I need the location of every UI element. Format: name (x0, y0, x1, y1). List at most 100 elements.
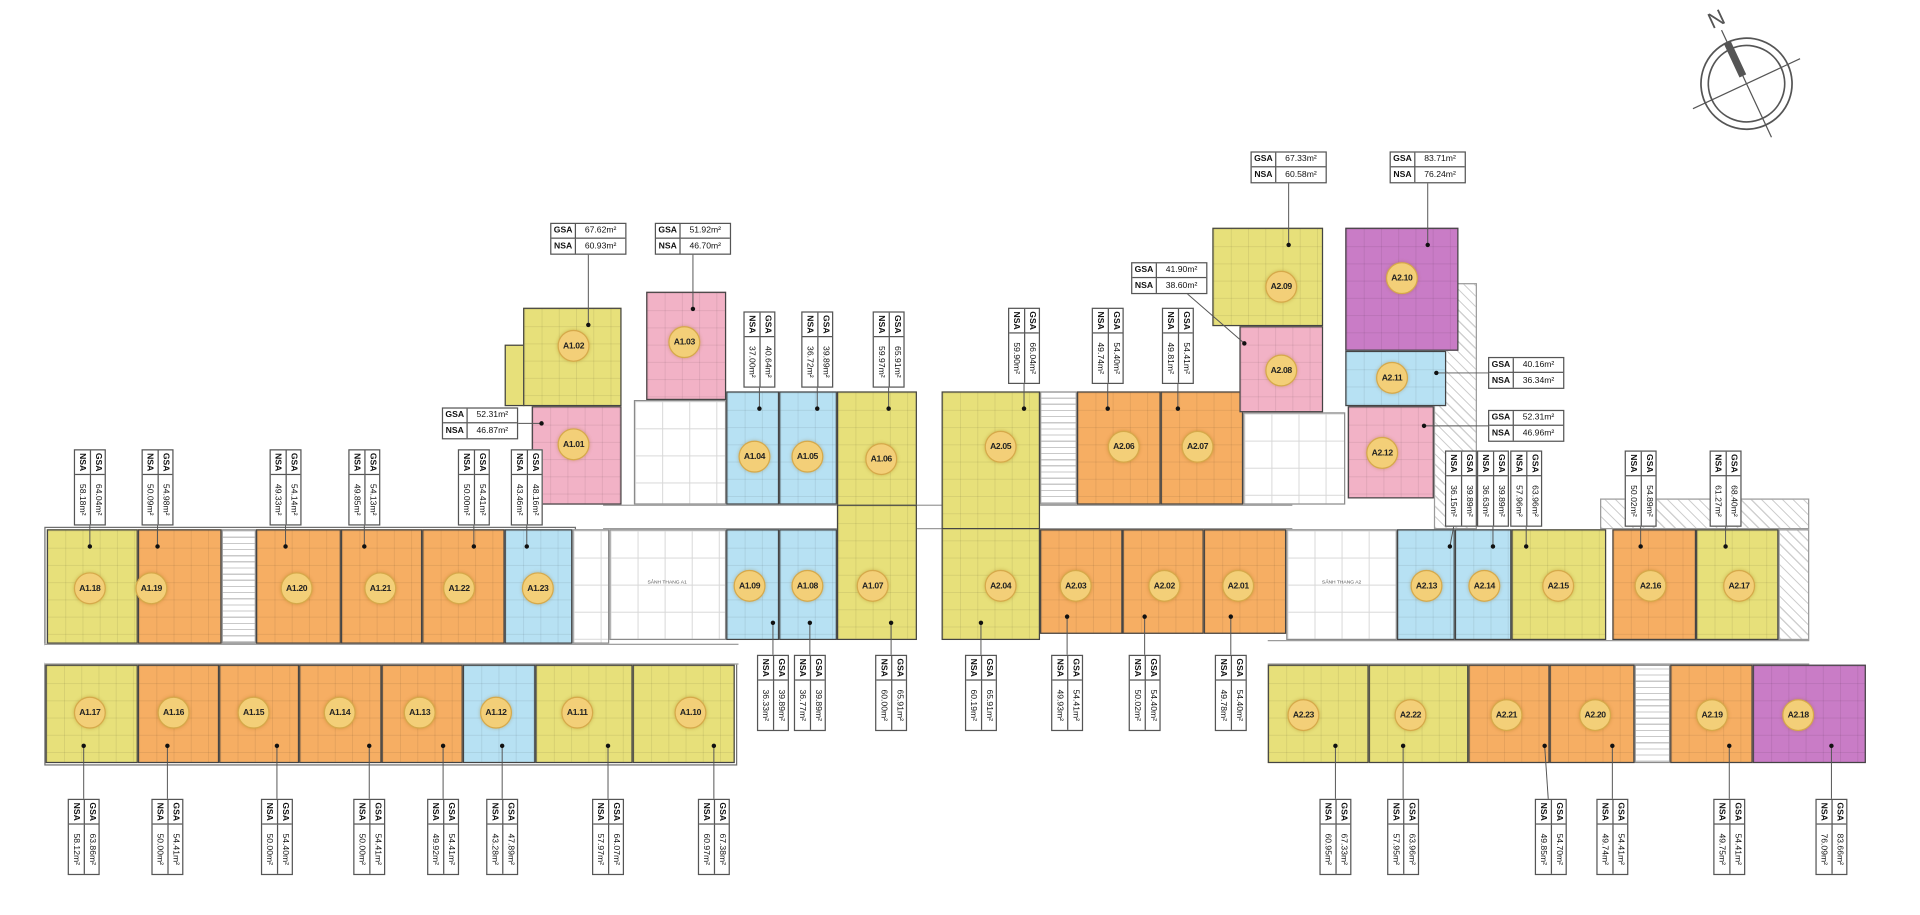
nsa-key: NSA (656, 238, 681, 254)
leader-dot (524, 544, 529, 549)
compass-rose-icon: N (1692, 4, 1801, 138)
gsa-key: GSA (443, 408, 468, 424)
nsa-key: NSA (1391, 167, 1416, 183)
nsa-value: 76.24m² (1424, 170, 1456, 180)
leader-dot (1727, 743, 1732, 749)
nsa-key: NSA (1132, 278, 1157, 293)
leader-dot (815, 406, 820, 411)
leader-dot (1829, 743, 1834, 749)
gsa-value: 52.31m² (467, 409, 517, 424)
nsa-value: 60.58m² (1285, 170, 1317, 180)
corridor-a2 (1267, 640, 1810, 665)
unit-badge: A2.06 (1107, 430, 1140, 463)
unit-badge: A2.17 (1723, 569, 1756, 602)
unit-a2-05[interactable] (941, 391, 1041, 530)
leader-dot (1175, 406, 1181, 411)
leader-dot (471, 544, 477, 549)
unit-badge: A1.20 (280, 572, 313, 605)
unit-badge: A2.18 (1782, 699, 1815, 732)
unit-a2-19[interactable] (1670, 664, 1753, 764)
unit-a1-15[interactable] (219, 664, 300, 764)
lobby-label-a2: SẢNH THANG A2 (1321, 578, 1362, 585)
leader-dot (886, 406, 891, 411)
stair-central (1040, 391, 1077, 505)
unit-badge: A1.06 (865, 443, 898, 476)
unit-a1-20[interactable] (256, 529, 341, 644)
unit-badge: A1.12 (480, 696, 513, 729)
unit-badge: A1.02 (557, 329, 590, 362)
unit-badge: A1.04 (738, 440, 771, 473)
leader-dot (499, 743, 505, 749)
nsa-key: NSA (1489, 425, 1514, 441)
unit-badge: A2.10 (1385, 262, 1418, 295)
leader-dot (1447, 544, 1453, 549)
nsa-value: 46.87m² (476, 426, 509, 436)
unit-a2-11[interactable] (1345, 350, 1447, 407)
nsa-key: NSA (443, 423, 468, 439)
leader-dot (1333, 743, 1338, 749)
gsa-value: 67.62m² (576, 224, 626, 239)
unit-badge: A2.12 (1366, 436, 1399, 469)
leader-dot (978, 620, 984, 626)
leader-dot (1638, 544, 1643, 549)
unit-a2-06[interactable] (1076, 391, 1161, 505)
leader-dot (605, 743, 611, 749)
unit-a1-04[interactable] (726, 391, 780, 505)
leader-dot (1421, 423, 1427, 429)
leader-dot (274, 743, 280, 749)
leader-dot (1105, 406, 1110, 411)
leader-dot (1286, 242, 1291, 248)
leader-dot (1434, 370, 1439, 376)
leader-dot (1400, 743, 1406, 749)
leader-dot (586, 322, 591, 328)
unit-badge: A2.19 (1696, 699, 1729, 732)
unit-badge: A1.09 (733, 569, 766, 602)
gsa-value: 40.16m² (1513, 358, 1564, 373)
unit-badge: A2.09 (1265, 270, 1298, 303)
leader-dot (1064, 614, 1070, 619)
unit-a2-01[interactable] (1203, 529, 1287, 634)
nsa-key: NSA (551, 238, 577, 254)
unit-a2-07[interactable] (1160, 391, 1244, 505)
leader-dot (1523, 544, 1529, 549)
hatched-roof-edge (1778, 529, 1810, 641)
unit-a1-22[interactable] (422, 529, 505, 644)
unit-a1-02[interactable] (523, 307, 622, 407)
unit-a2-08[interactable] (1239, 326, 1324, 413)
unit-badge: A2.15 (1542, 569, 1575, 602)
gsa-key: GSA (1251, 152, 1277, 168)
unit-a1-18[interactable] (46, 529, 138, 644)
leader-dot (770, 620, 776, 626)
unit-a2-14[interactable] (1454, 529, 1512, 641)
unit-a1-16[interactable] (137, 664, 220, 764)
unit-badge: A1.21 (364, 572, 397, 605)
nsa-key: NSA (1252, 167, 1277, 183)
unit-badge: A2.22 (1394, 699, 1427, 732)
unit-badge: A1.18 (73, 572, 106, 605)
unit-badge: A1.08 (791, 569, 824, 602)
nsa-value: 46.96m² (1522, 428, 1555, 438)
unit-badge: A2.20 (1579, 699, 1612, 732)
leader-dot (155, 544, 160, 549)
service-room (572, 529, 610, 644)
nsa-key: NSA (1489, 372, 1514, 388)
unit-badge: A2.14 (1468, 569, 1501, 602)
unit-badge: A1.07 (856, 569, 889, 602)
unit-badge: A1.13 (403, 696, 436, 729)
unit-badge: A2.23 (1287, 699, 1320, 732)
leader-dot (1142, 614, 1147, 619)
unit-badge: A1.23 (521, 572, 554, 605)
leader-dot (440, 743, 446, 749)
unit-badge: A1.19 (135, 572, 168, 605)
leader-dot (81, 743, 86, 749)
gsa-value: 52.31m² (1513, 411, 1564, 426)
gsa-key: GSA (551, 224, 577, 239)
compass-north-label: N (1704, 4, 1729, 33)
nsa-value: 60.93m² (584, 241, 617, 251)
